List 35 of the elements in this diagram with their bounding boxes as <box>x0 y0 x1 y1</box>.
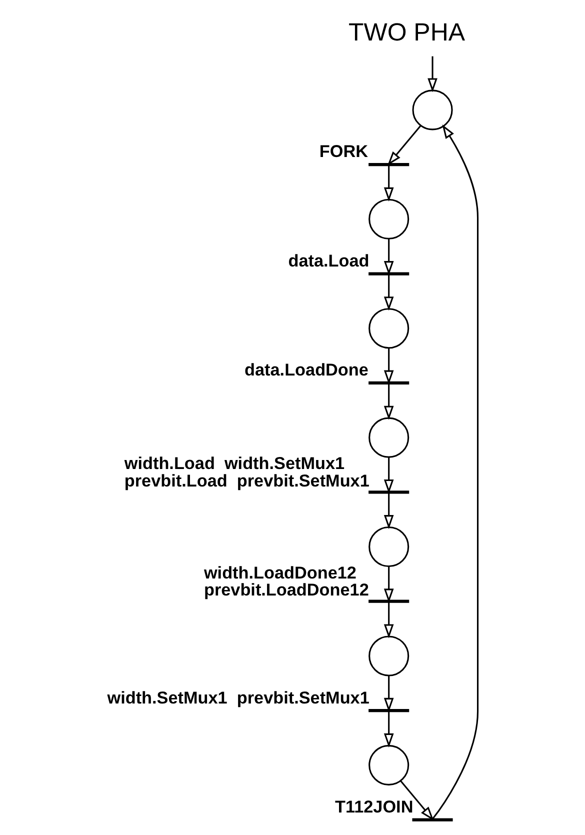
arrow <box>384 712 394 748</box>
node-bar <box>368 381 410 385</box>
node-label: data.LoadDone <box>244 360 368 380</box>
diagram-title: TWO PHA <box>348 18 466 47</box>
node-label: FORK <box>319 141 368 162</box>
node-circle <box>412 90 453 130</box>
arrow <box>384 493 394 530</box>
node-bar <box>412 818 453 822</box>
arrow <box>384 676 394 712</box>
arrow <box>384 566 394 603</box>
node-circle <box>368 417 410 458</box>
arrow <box>384 384 394 420</box>
node-circle <box>368 526 410 568</box>
node-label: prevbit.LoadDone12 <box>204 580 369 600</box>
arrow <box>432 124 479 820</box>
node-label: T112JOIN <box>335 796 414 816</box>
arrow <box>384 348 394 384</box>
arrow <box>400 780 434 821</box>
arrow <box>388 125 422 166</box>
node-label: width.SetMux1 prevbit.SetMux1 <box>107 687 370 708</box>
arrow <box>384 602 394 638</box>
node-bar <box>368 600 410 603</box>
node-bar <box>368 163 410 166</box>
node-circle <box>368 198 410 240</box>
node-circle <box>368 636 410 676</box>
node-bar <box>368 709 410 712</box>
arrow <box>384 165 394 202</box>
node-label: width.LoadDone12 <box>204 562 356 582</box>
node-bar <box>368 272 410 276</box>
node-bar <box>368 490 410 494</box>
node-circle <box>368 308 410 349</box>
arrow <box>384 274 394 311</box>
arrow <box>428 56 438 92</box>
node-label: data.Load <box>288 250 370 270</box>
node-circle <box>368 744 410 786</box>
